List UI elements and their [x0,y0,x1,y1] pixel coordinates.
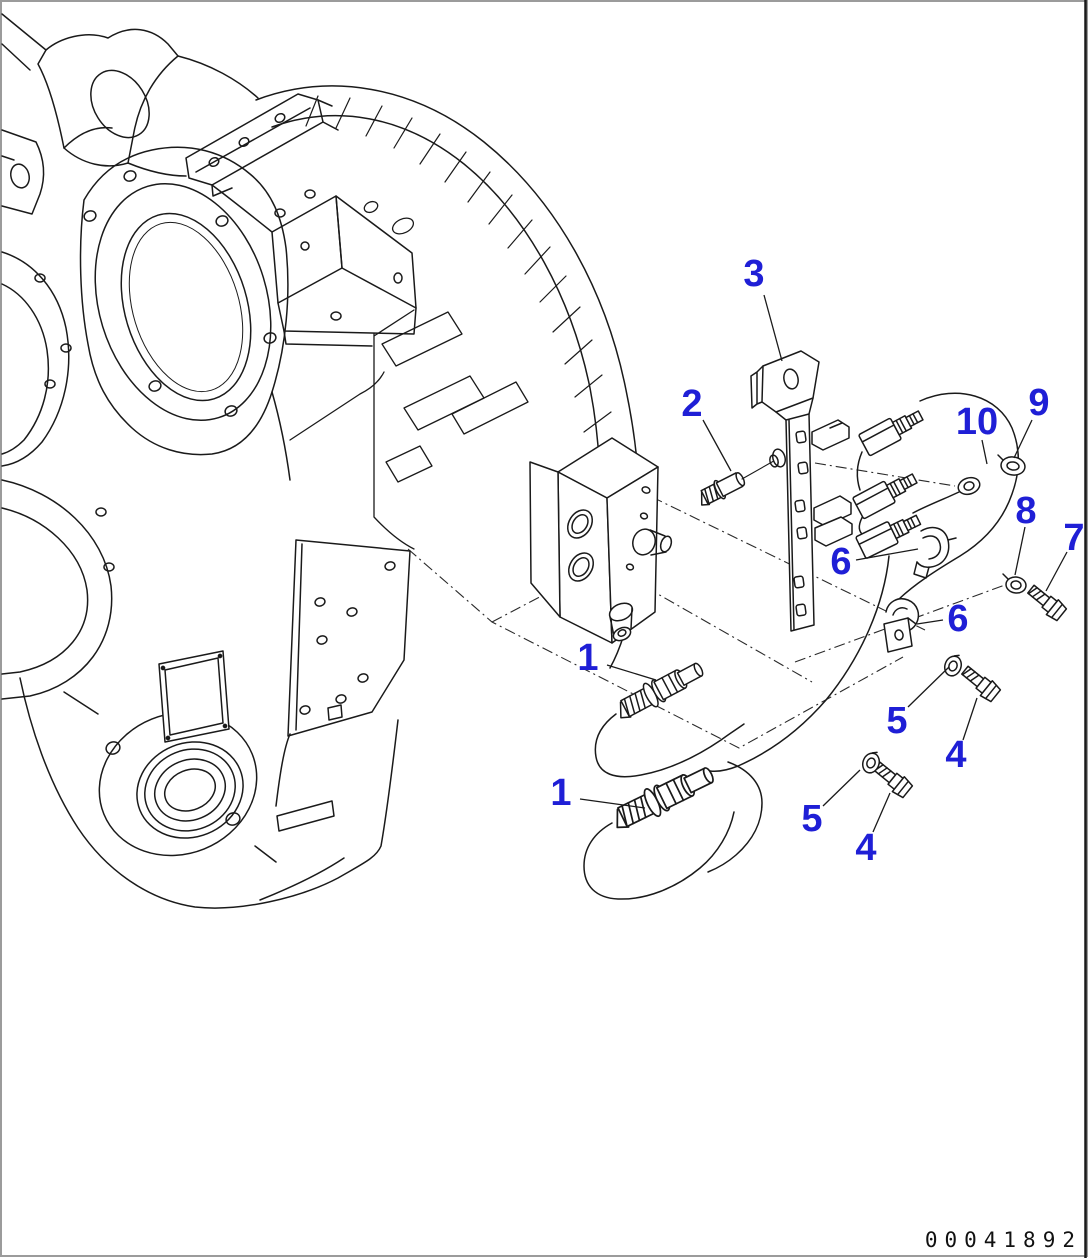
callout-10-wiring-harness[interactable]: 10 [956,401,998,443]
ring-terminal [912,476,981,514]
housing-slot [276,800,335,832]
callout-leader-6 [916,619,944,625]
callout-9-grommet[interactable]: 9 [1028,382,1049,424]
callout-leader-4 [962,697,978,741]
callout-leader-7 [1045,551,1068,592]
corner-edge-lines [1,13,47,71]
callout-leader-3 [763,294,783,362]
housing-foot [19,677,399,909]
clamp-6-upper [913,526,957,579]
sensor-cable [707,761,763,873]
left-flange [1,251,72,467]
callout-leader-5 [907,666,950,708]
lower-left-bore [1,479,115,700]
harness-wire [856,451,863,491]
sensor-cable [583,811,735,900]
clamp-6-lower [883,598,920,653]
sensor-cable [594,713,745,778]
harness-wire [898,392,1020,600]
harness-connector [857,404,927,457]
bolt-hole-face [287,539,411,737]
harness-wire [709,555,890,772]
sensor-block [529,437,673,644]
callout-1-speed-sensor[interactable]: 1 [577,637,598,679]
speed-sensor-lower [583,759,763,900]
callout-6-clamp[interactable]: 6 [947,598,968,640]
sensor-2 [700,457,780,506]
callout-leader-5 [822,769,861,807]
callout-leader-1 [606,664,657,681]
wiring-harness-10 [709,392,1020,772]
name-plate [158,650,230,743]
block-bottom-boss [608,602,634,642]
flywheel-housing-drawing [1,13,641,909]
block-side-boss [632,528,673,556]
housing-web [289,200,529,550]
callout-6-clamp[interactable]: 6 [830,541,851,583]
callout-3-bracket[interactable]: 3 [743,253,764,295]
callout-leader-9 [1013,419,1033,459]
callout-leader-10 [981,439,988,465]
callout-leader-8 [1014,526,1026,576]
callout-2-sensor[interactable]: 2 [681,383,702,425]
bracket-holes [793,430,809,617]
callout-leader-6 [855,548,919,561]
callout-leader-1 [579,798,646,809]
doc-number: 00041892 [925,1228,1082,1252]
top-mounting-bar [185,93,339,233]
bracket-3 [750,350,853,632]
side-clip-lug [1,129,45,215]
callout-5-washer[interactable]: 5 [886,700,907,742]
bolt-4-upper [957,662,1003,704]
callout-leader-4 [872,792,891,833]
bracket-clip-tabs [811,419,853,547]
grommet-9 [997,454,1026,476]
harness-connector [851,467,921,520]
projection-lines [407,462,1014,749]
callout-5-washer[interactable]: 5 [801,798,822,840]
callout-8-grommet[interactable]: 8 [1015,490,1036,532]
grommet-8 [1002,573,1027,594]
callout-1-speed-sensor[interactable]: 1 [550,772,571,814]
bolt-7 [1023,581,1069,623]
callout-7-bolt[interactable]: 7 [1063,517,1084,559]
callout-leader-2 [702,419,732,472]
main-bore [79,146,291,481]
callout-4-bolt[interactable]: 4 [945,734,966,776]
lifting-lug [37,28,259,177]
speed-sensor-upper [594,656,745,778]
callout-4-bolt[interactable]: 4 [855,827,876,869]
